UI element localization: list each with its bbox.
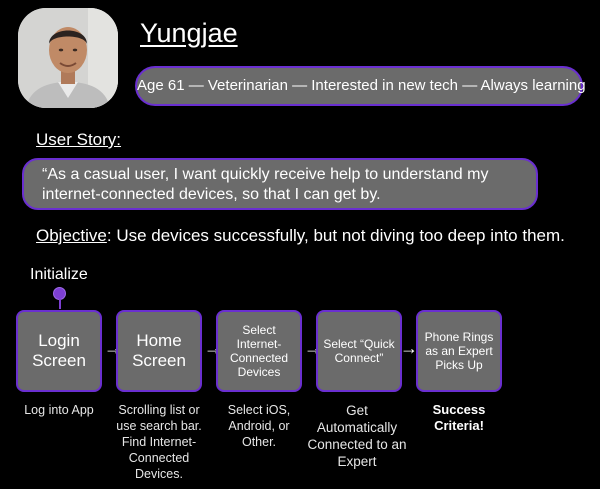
user-story-label: User Story: — [36, 130, 122, 149]
persona-tagline: Age 61 — Veterinarian — Interested in ne… — [135, 66, 586, 106]
person-photo-icon — [18, 8, 118, 108]
objective: Objective: Use devices successfully, but… — [36, 226, 565, 246]
objective-label: Objective — [36, 226, 107, 245]
step-login-screen: Login Screen — [16, 310, 102, 392]
persona-avatar — [18, 8, 118, 108]
caption-login: Log into App — [24, 403, 94, 417]
start-connector — [59, 299, 61, 309]
persona-name: Yungjae — [140, 18, 238, 48]
step-home-screen: Home Screen — [116, 310, 202, 392]
objective-text: : Use devices successfully, but not divi… — [106, 226, 565, 245]
user-story-text: “As a casual user, I want quickly receiv… — [22, 158, 538, 210]
caption-home: Scrolling list or use search bar. Find I… — [116, 403, 202, 481]
caption-select-devices: Select iOS, Android, or Other. — [227, 403, 291, 449]
initialize-label: Initialize — [30, 266, 88, 283]
step-select-devices: Select Internet-Connected Devices — [216, 310, 302, 392]
caption-quick-connect: Get Automatically Connected to an Expert — [307, 403, 407, 469]
step-expert-picks-up: Phone Rings as an Expert Picks Up — [416, 310, 502, 392]
arrow-right-icon: → — [400, 338, 418, 358]
caption-success-criteria: Success Criteria! — [432, 402, 486, 433]
step-quick-connect: Select “Quick Connect” — [316, 310, 402, 392]
